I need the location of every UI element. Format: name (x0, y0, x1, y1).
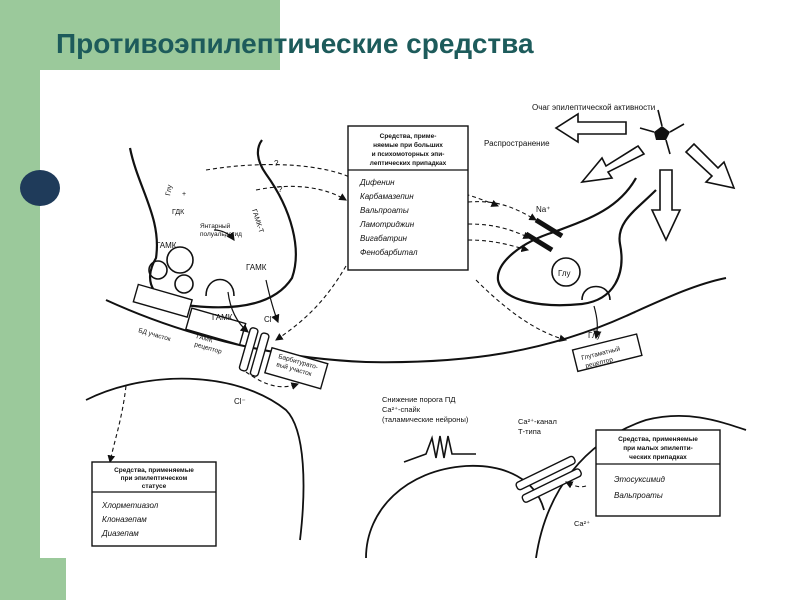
glutamate-vesicle (551, 257, 581, 287)
lower-mid-cell (365, 464, 545, 558)
gaba-receptor-label: ГАМК (195, 333, 213, 344)
glutamate-release-cleft (581, 285, 611, 301)
spread-arrow-down-right (684, 142, 736, 190)
question-label: ? (274, 159, 279, 168)
ca-spike-trace (403, 435, 476, 463)
drug-item: Вальпроаты (360, 206, 409, 215)
spread-arrow-left (554, 112, 627, 144)
focus-label: Очаг эпилептической активности (532, 103, 655, 112)
postsynaptic-membrane (105, 277, 727, 364)
gaba-vesicle (166, 246, 194, 274)
drug-item: Вальпроаты (614, 491, 663, 500)
box-minor-header-line: Средства, применяемые (618, 436, 698, 443)
slide-bullet (20, 170, 60, 206)
glutamate-presynaptic-terminal (496, 177, 657, 307)
ca-channel-label: Т-типа (518, 427, 542, 436)
box-major-header-line: Средства, приме- (380, 133, 437, 140)
drug-item: Карбамазепин (360, 192, 414, 201)
gaba-release-cleft (205, 278, 235, 297)
box-status-epilepticus (91, 461, 217, 547)
glu-gdk-label: Глу (165, 184, 174, 197)
ca-channel-label: Ca²⁺-канал (518, 417, 557, 426)
question-label: ? (278, 185, 283, 194)
spread-arrow-down (650, 169, 682, 242)
gamk-t-label: ГАМК-Т (250, 208, 264, 234)
spread-arrow-down-left (580, 144, 646, 184)
box-major-header-line: няемые при больших (373, 141, 443, 149)
synapse-diagram: Очаг эпилептической активности Распростр… (85, 103, 747, 558)
box-minor-seizures (595, 429, 721, 517)
green-side-band (0, 0, 40, 600)
box-major-header-line: лептических припадках (370, 160, 447, 167)
transmitter-arrows (213, 229, 602, 340)
box-major-seizures (347, 125, 469, 271)
focus-neuron (654, 126, 670, 140)
drug-item: Этосуксимид (614, 475, 666, 484)
threshold-label: Снижение порога ПД (382, 395, 455, 404)
gamk-label: ГАМК (212, 313, 233, 322)
box-status-header-line: Средства, применяемые (114, 467, 194, 474)
box-status-header-line: при эпилептическом (121, 475, 188, 482)
drug-item: Фенобарбитал (360, 248, 418, 257)
box-minor-header-line: при малых эпилепти- (623, 445, 693, 452)
box-status-header-line: статусе (142, 483, 167, 490)
glu-gdk-label: ГДК (172, 209, 185, 216)
glu-vesicle-label: Глу (558, 269, 571, 278)
lower-right-cell (535, 414, 747, 558)
glutamate-receptor (571, 333, 643, 373)
cl-label: Cl⁻ (234, 397, 246, 406)
drug-item: Клоназепам (102, 515, 147, 524)
green-top-band (40, 0, 280, 70)
bd-site-label: БД участок (137, 327, 171, 343)
box-major-header-line: и психомоторных эпи- (372, 151, 445, 158)
glu-gdk-label: + (182, 191, 186, 198)
ca-label: Ca²⁺ (574, 519, 590, 528)
drug-item: Ламотриджин (359, 220, 415, 229)
gaba-presynaptic-terminal (128, 139, 297, 309)
gamk-label: ГАМК (156, 241, 177, 250)
succinic-label: Янтарный (200, 222, 231, 230)
lower-left-cell (85, 377, 305, 541)
succinic-label: полуальдегид (200, 231, 242, 238)
na-label: Na⁺ (536, 205, 550, 214)
drug-item: Вигабатрин (360, 234, 408, 243)
green-bottom-band (40, 558, 66, 600)
threshold-label: Ca²⁺-спайк (382, 405, 421, 414)
spread-label: Распространение (484, 139, 550, 148)
gaba-vesicle (148, 260, 168, 280)
threshold-label: (таламические нейроны) (382, 415, 469, 424)
drug-item: Дифенин (359, 178, 395, 187)
gaba-vesicle (174, 274, 194, 294)
drug-item: Диазепам (101, 529, 139, 538)
gamk-label: ГАМК (246, 263, 267, 272)
drug-item: Хлорметиазол (101, 501, 159, 510)
ca-t-channel (515, 455, 582, 503)
slide-title: Противоэпилептические средства (56, 28, 534, 59)
gaba-receptor-complex (132, 283, 329, 390)
box-minor-header-line: ческих припадках (629, 454, 687, 461)
glu-release-label: Глу (588, 331, 601, 340)
cl-label: Cl⁻ (264, 315, 276, 324)
